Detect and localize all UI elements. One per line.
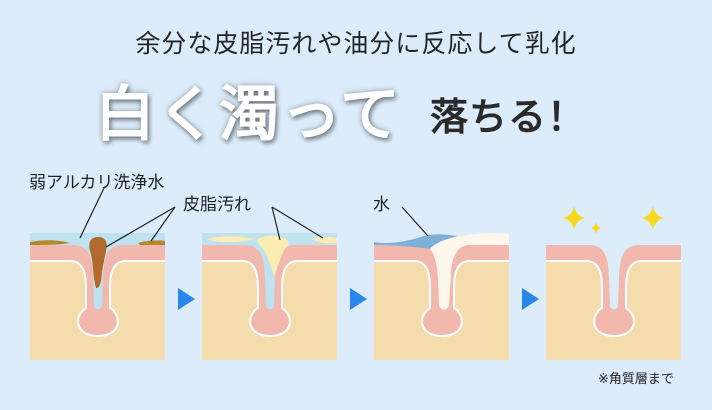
cleanser-label: 弱アルカリ洗浄水 xyxy=(29,173,165,193)
leader-lines xyxy=(79,187,429,248)
clean-pore xyxy=(588,245,640,310)
sebum-plug xyxy=(89,237,107,288)
sparkle-icons xyxy=(563,206,664,234)
emulsion-rinsing xyxy=(430,233,509,310)
sebum-right xyxy=(138,240,165,245)
water-label: 水 xyxy=(373,195,390,215)
pore xyxy=(244,245,296,310)
panel-step-1 xyxy=(30,233,165,360)
panel-step-4 xyxy=(546,245,681,360)
panel-step-3 xyxy=(374,233,509,360)
note: ※角質層まで xyxy=(598,372,674,387)
headline: 余分な皮脂汚れや油分に反応して乳化 xyxy=(135,29,577,58)
sparkle-icon xyxy=(642,206,664,230)
emphasis-big: 白く濁って xyxy=(95,80,402,150)
emulsified-sebum xyxy=(206,236,254,242)
sparkle-icon xyxy=(591,222,601,234)
water-layer xyxy=(374,234,458,249)
panel-step-2 xyxy=(202,233,337,360)
sparkle-icon xyxy=(563,206,585,230)
sebum-label: 皮脂汚れ xyxy=(183,195,251,215)
arrow-right-icon xyxy=(350,288,367,310)
arrow-right-icon xyxy=(178,288,195,310)
arrow-right-icon xyxy=(522,288,539,310)
emphasis-small: 落ちる！ xyxy=(430,95,587,139)
sebum-left xyxy=(30,240,70,245)
